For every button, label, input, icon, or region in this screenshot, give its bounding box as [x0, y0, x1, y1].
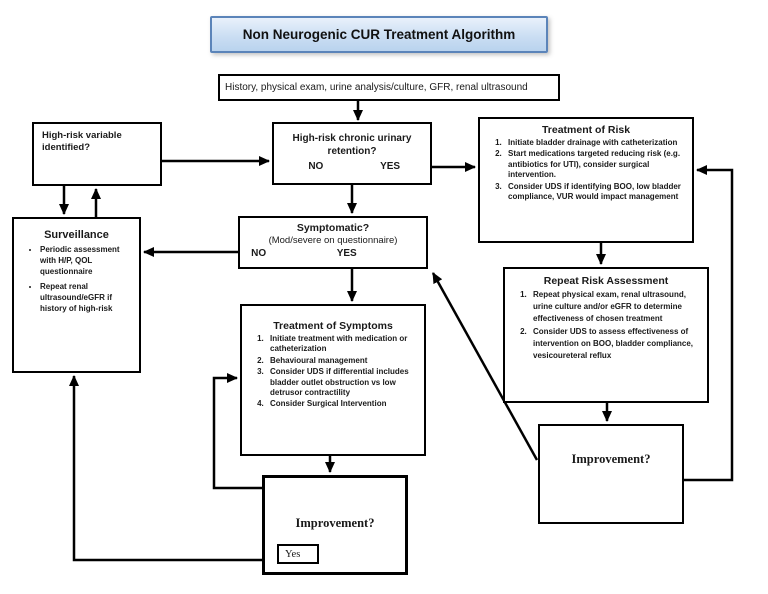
repeat-risk-assessment-list: Repeat physical exam, renal ultrasound, …	[505, 289, 707, 362]
symptomatic-question: Symptomatic?	[296, 222, 370, 234]
improvement-yes-box: Yes	[277, 544, 319, 564]
treatment-of-symptoms-title: Treatment of Symptoms	[273, 320, 393, 332]
node-improvement-right: Improvement?	[538, 424, 684, 524]
node-high-risk-variable: High-risk variable identified?	[32, 122, 162, 186]
list-item: Periodic assessment with H/P, QOL questi…	[40, 245, 137, 277]
list-item: Behavioural management	[266, 356, 420, 366]
treatment-of-risk-list: Initiate bladder drainage with catheteri…	[480, 138, 692, 202]
surveillance-list: Periodic assessment with H/P, QOL questi…	[14, 245, 139, 315]
node-symptomatic: Symptomatic? (Mod/severe on questionnair…	[238, 216, 428, 269]
list-item: Consider Surgical Intervention	[266, 399, 420, 409]
connector-improvement-yes-to-surveillance	[69, 375, 262, 562]
symptomatic-yes-label: YES	[336, 247, 357, 259]
algorithm-title-text: Non Neurogenic CUR Treatment Algorithm	[242, 27, 516, 42]
node-repeat-risk-assessment: Repeat Risk Assessment Repeat physical e…	[503, 267, 709, 403]
node-treatment-of-risk: Treatment of Risk Initiate bladder drain…	[478, 117, 694, 243]
list-item: Initiate treatment with medication or ca…	[266, 334, 420, 355]
high-risk-cur-question: High-risk chronic urinary retention?	[292, 133, 412, 157]
high-risk-cur-no-label: NO	[308, 161, 324, 172]
symptomatic-no-label: NO	[251, 247, 267, 259]
treatment-of-risk-title: Treatment of Risk	[541, 124, 631, 136]
list-item: Repeat renal ultrasound/eGFR if history …	[40, 282, 137, 314]
list-item: Start medications targeted reducing risk…	[504, 149, 688, 180]
list-item: Consider UDS to assess effectiveness of …	[529, 326, 703, 362]
node-treatment-of-symptoms: Treatment of Symptoms Initiate treatment…	[240, 304, 426, 456]
high-risk-variable-text: High-risk variable identified?	[42, 130, 122, 154]
list-item: Initiate bladder drainage with catheteri…	[504, 138, 688, 148]
node-surveillance: Surveillance Periodic assessment with H/…	[12, 217, 141, 373]
high-risk-cur-yes-label: YES	[380, 161, 401, 172]
improvement-yes-label: Yes	[285, 548, 301, 560]
repeat-risk-assessment-title: Repeat Risk Assessment	[543, 275, 669, 287]
node-history: History, physical exam, urine analysis/c…	[218, 74, 560, 101]
list-item: Consider UDS if differential includes bl…	[266, 367, 420, 398]
list-item: Repeat physical exam, renal ultrasound, …	[529, 289, 703, 325]
symptomatic-subtitle: (Mod/severe on questionnaire)	[268, 235, 398, 247]
history-text: History, physical exam, urine analysis/c…	[225, 82, 528, 93]
algorithm-title: Non Neurogenic CUR Treatment Algorithm	[210, 16, 548, 53]
treatment-of-symptoms-list: Initiate treatment with medication or ca…	[242, 334, 424, 410]
list-item: Consider UDS if identifying BOO, low bla…	[504, 182, 688, 203]
node-high-risk-cur: High-risk chronic urinary retention? NO …	[272, 122, 432, 185]
node-improvement-center: Improvement? Yes	[262, 475, 408, 575]
improvement-right-label: Improvement?	[571, 452, 651, 466]
improvement-center-label: Improvement?	[295, 516, 375, 530]
surveillance-title: Surveillance	[44, 229, 109, 241]
